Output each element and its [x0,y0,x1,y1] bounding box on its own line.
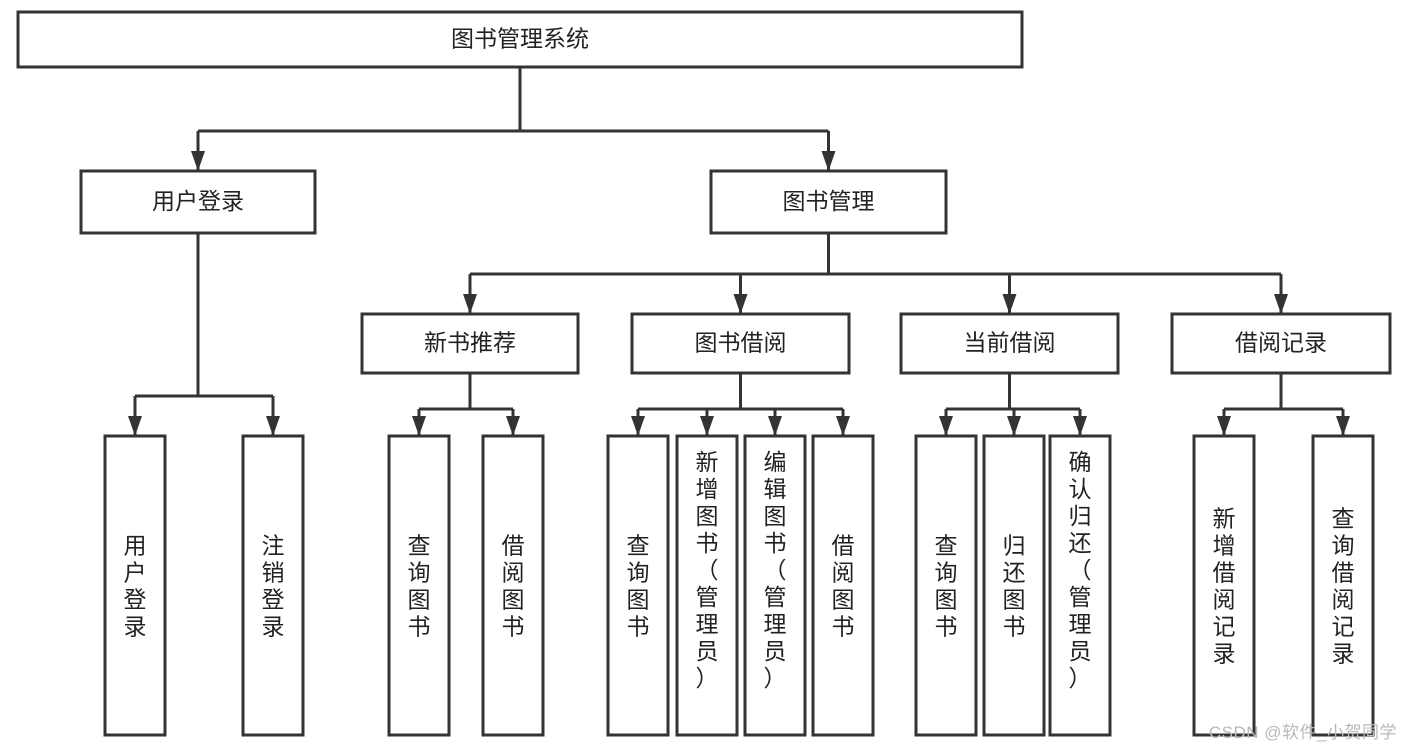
node-label-new-book-recommend: 新书推荐 [424,330,516,356]
node-box-leaf-query-book-current [914,434,978,737]
node-leaf-query-book-recommend[interactable]: 查询图书 [387,434,451,737]
node-box-leaf-query-borrow-record [1311,434,1375,737]
node-leaf-add-borrow-record[interactable]: 新增借阅记录 [1192,434,1256,737]
node-box-leaf-query-book-recommend [387,434,451,737]
node-leaf-query-book-current[interactable]: 查询图书 [914,434,978,737]
arrow-head-borrow-record [1274,294,1288,314]
arrow-head-user-login [191,151,205,171]
node-label-leaf-confirm-return-admin: 确认归还（管理员） [1069,449,1092,691]
node-box-book-borrow [630,312,851,375]
node-label-leaf-add-book-admin: 新增图书（管理员） [696,449,719,691]
arrow-head-leaf-confirm-return-admin [1073,416,1087,436]
arrow-head-leaf-query-book-current [939,416,953,436]
node-leaf-borrow-book[interactable]: 借阅图书 [811,434,875,737]
node-borrow-record[interactable]: 借阅记录 [1170,312,1392,375]
arrow-head-leaf-return-book [1007,416,1021,436]
node-leaf-return-book[interactable]: 归还图书 [982,434,1046,737]
node-label-book-management: 图书管理 [783,188,875,214]
node-leaf-logout[interactable]: 注销登录 [241,434,305,737]
node-leaf-add-book-admin[interactable]: 新增图书（管理员） [675,434,739,737]
node-box-leaf-add-book-admin [675,434,739,737]
node-book-borrow[interactable]: 图书借阅 [630,312,851,375]
node-leaf-borrow-book-recommend[interactable]: 借阅图书 [481,434,545,737]
node-user-login[interactable]: 用户登录 [79,169,317,235]
node-label-leaf-query-book-recommend: 查询图书 [408,533,431,640]
arrow-head-leaf-borrow-book [836,416,850,436]
node-layer: 图书管理系统用户登录图书管理新书推荐图书借阅当前借阅借阅记录用户登录注销登录查询… [16,10,1392,737]
arrow-head-leaf-query-book-recommend [412,416,426,436]
node-book-management[interactable]: 图书管理 [709,169,948,235]
node-leaf-query-borrow-record[interactable]: 查询借阅记录 [1311,434,1375,737]
node-box-leaf-borrow-book-recommend [481,434,545,737]
node-leaf-confirm-return-admin[interactable]: 确认归还（管理员） [1048,434,1112,737]
edge-layer [128,67,1350,436]
arrow-head-leaf-query-book-borrow [631,416,645,436]
node-box-borrow-record [1170,312,1392,375]
csdn-watermark: CSDN @软件_小贺同学 [1208,723,1397,742]
node-leaf-query-book-borrow[interactable]: 查询图书 [606,434,670,737]
node-label-leaf-user-login: 用户登录 [124,533,147,640]
node-label-leaf-edit-book-admin: 编辑图书（管理员） [764,449,787,691]
node-label-root: 图书管理系统 [451,26,589,52]
node-leaf-edit-book-admin[interactable]: 编辑图书（管理员） [743,434,807,737]
node-box-leaf-confirm-return-admin [1048,434,1112,737]
node-label-leaf-borrow-book: 借阅图书 [832,533,855,640]
node-box-leaf-query-book-borrow [606,434,670,737]
arrow-head-leaf-add-borrow-record [1217,416,1231,436]
node-box-leaf-edit-book-admin [743,434,807,737]
node-label-user-login: 用户登录 [152,188,244,214]
node-new-book-recommend[interactable]: 新书推荐 [360,312,580,375]
arrow-head-leaf-logout [266,416,280,436]
node-box-current-borrow [899,312,1120,375]
arrow-head-leaf-add-book-admin [700,416,714,436]
node-label-current-borrow: 当前借阅 [964,330,1056,356]
node-box-new-book-recommend [360,312,580,375]
arrow-head-current-borrow [1002,294,1017,314]
node-box-leaf-return-book [982,434,1046,737]
arrow-head-leaf-edit-book-admin [768,416,782,436]
arrow-head-book-management [821,151,836,171]
node-box-leaf-user-login [103,434,167,737]
arrow-head-leaf-user-login [128,416,142,436]
node-box-leaf-logout [241,434,305,737]
node-label-leaf-logout: 注销登录 [262,533,285,640]
node-current-borrow[interactable]: 当前借阅 [899,312,1120,375]
node-label-leaf-return-book: 归还图书 [1003,533,1026,640]
arrow-head-new-book-recommend [463,294,477,314]
node-label-borrow-record: 借阅记录 [1235,330,1327,356]
arrow-head-book-borrow [733,294,748,314]
node-label-leaf-query-book-borrow: 查询图书 [627,533,650,640]
node-box-leaf-borrow-book [811,434,875,737]
arrow-head-leaf-query-borrow-record [1336,416,1350,436]
node-box-root [16,10,1024,69]
node-label-leaf-borrow-book-recommend: 借阅图书 [502,533,525,640]
node-box-leaf-add-borrow-record [1192,434,1256,737]
node-label-leaf-query-book-current: 查询图书 [935,533,958,640]
node-box-user-login [79,169,317,235]
arrow-head-leaf-borrow-book-recommend [506,416,520,436]
node-leaf-user-login[interactable]: 用户登录 [103,434,167,737]
node-label-book-borrow: 图书借阅 [695,330,787,356]
node-label-leaf-query-borrow-record: 查询借阅记录 [1332,506,1355,667]
node-box-book-management [709,169,948,235]
node-root[interactable]: 图书管理系统 [16,10,1024,69]
node-label-leaf-add-borrow-record: 新增借阅记录 [1213,506,1236,667]
